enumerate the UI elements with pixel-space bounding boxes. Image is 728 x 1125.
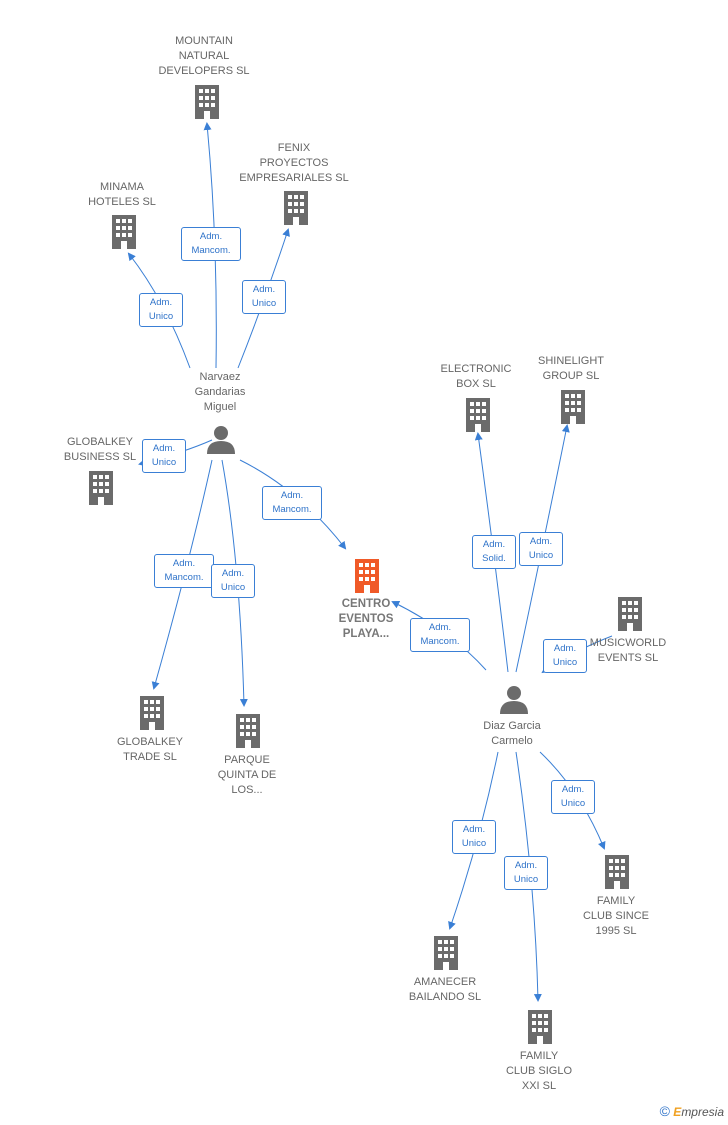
company-minama-label[interactable]: MINAMA HOTELES SL <box>88 181 156 208</box>
company-fenix-label[interactable]: FENIX PROYECTOS EMPRESARIALES SL <box>239 142 349 184</box>
edge-label-family-siglo[interactable]: Adm. Unico <box>504 856 548 890</box>
edge-label-gtrade[interactable]: Adm. Mancom. <box>154 554 214 588</box>
company-amanecer-label[interactable]: AMANECER BAILANDO SL <box>408 976 482 1003</box>
person-icon[interactable] <box>499 684 529 714</box>
company-family-siglo-label[interactable]: FAMILY CLUB SIGLO XXI SL <box>505 1050 573 1092</box>
company-parque-label[interactable]: PARQUE QUINTA DE LOS... <box>217 754 277 796</box>
brand-initial: E <box>673 1105 682 1119</box>
edge-label-musicworld[interactable]: Adm. Unico <box>543 639 587 673</box>
edge-label-gbusiness[interactable]: Adm. Unico <box>142 439 186 473</box>
person-icon[interactable] <box>206 424 236 454</box>
edge-label-family-since[interactable]: Adm. Unico <box>551 780 595 814</box>
edge-label-electronic[interactable]: Adm. Solid. <box>472 535 516 569</box>
person-diaz-label[interactable]: Diaz Garcia Carmelo <box>483 720 541 747</box>
building-icon[interactable] <box>137 696 167 730</box>
edge-label-parque[interactable]: Adm. Unico <box>211 564 255 598</box>
building-icon[interactable] <box>281 191 311 225</box>
building-icon[interactable] <box>192 85 222 119</box>
edge-label-centro-narvaez[interactable]: Adm. Mancom. <box>262 486 322 520</box>
person-narvaez-label[interactable]: Narvaez Gandarias Miguel <box>194 371 246 413</box>
edge-label-shinelight[interactable]: Adm. Unico <box>519 532 563 566</box>
company-globalkey-trade-label[interactable]: GLOBALKEY TRADE SL <box>116 736 184 763</box>
company-centro-label[interactable]: CENTRO EVENTOS PLAYA... <box>338 598 394 640</box>
building-icon[interactable] <box>602 855 632 889</box>
edge-label-centro-diaz[interactable]: Adm. Mancom. <box>410 618 470 652</box>
company-mountain-label[interactable]: MOUNTAIN NATURAL DEVELOPERS SL <box>158 35 250 77</box>
company-musicworld-label[interactable]: MUSICWORLD EVENTS SL <box>589 637 667 664</box>
brand-name: mpresia <box>681 1105 724 1119</box>
building-icon[interactable] <box>431 936 461 970</box>
company-family-since-label[interactable]: FAMILY CLUB SINCE 1995 SL <box>582 895 650 937</box>
building-icon[interactable] <box>558 390 588 424</box>
company-shinelight-label[interactable]: SHINELIGHT GROUP SL <box>537 355 604 382</box>
brand-logo: © Empresia <box>660 1103 724 1119</box>
edge-label-amanecer[interactable]: Adm. Unico <box>452 820 496 854</box>
building-icon[interactable] <box>86 471 116 505</box>
edge-label-mountain[interactable]: Adm. Mancom. <box>181 227 241 261</box>
company-electronic-label[interactable]: ELECTRONIC BOX SL <box>440 363 512 390</box>
building-icon[interactable] <box>109 215 139 249</box>
building-icon[interactable] <box>615 597 645 631</box>
copyright-symbol: © <box>659 1103 670 1119</box>
company-globalkey-business-label[interactable]: GLOBALKEY BUSINESS SL <box>63 436 137 463</box>
focus-building-icon[interactable] <box>352 559 382 593</box>
building-icon[interactable] <box>233 714 263 748</box>
building-icon[interactable] <box>463 398 493 432</box>
edge-label-minama[interactable]: Adm. Unico <box>139 293 183 327</box>
building-icon[interactable] <box>525 1010 555 1044</box>
edge-label-fenix[interactable]: Adm. Unico <box>242 280 286 314</box>
